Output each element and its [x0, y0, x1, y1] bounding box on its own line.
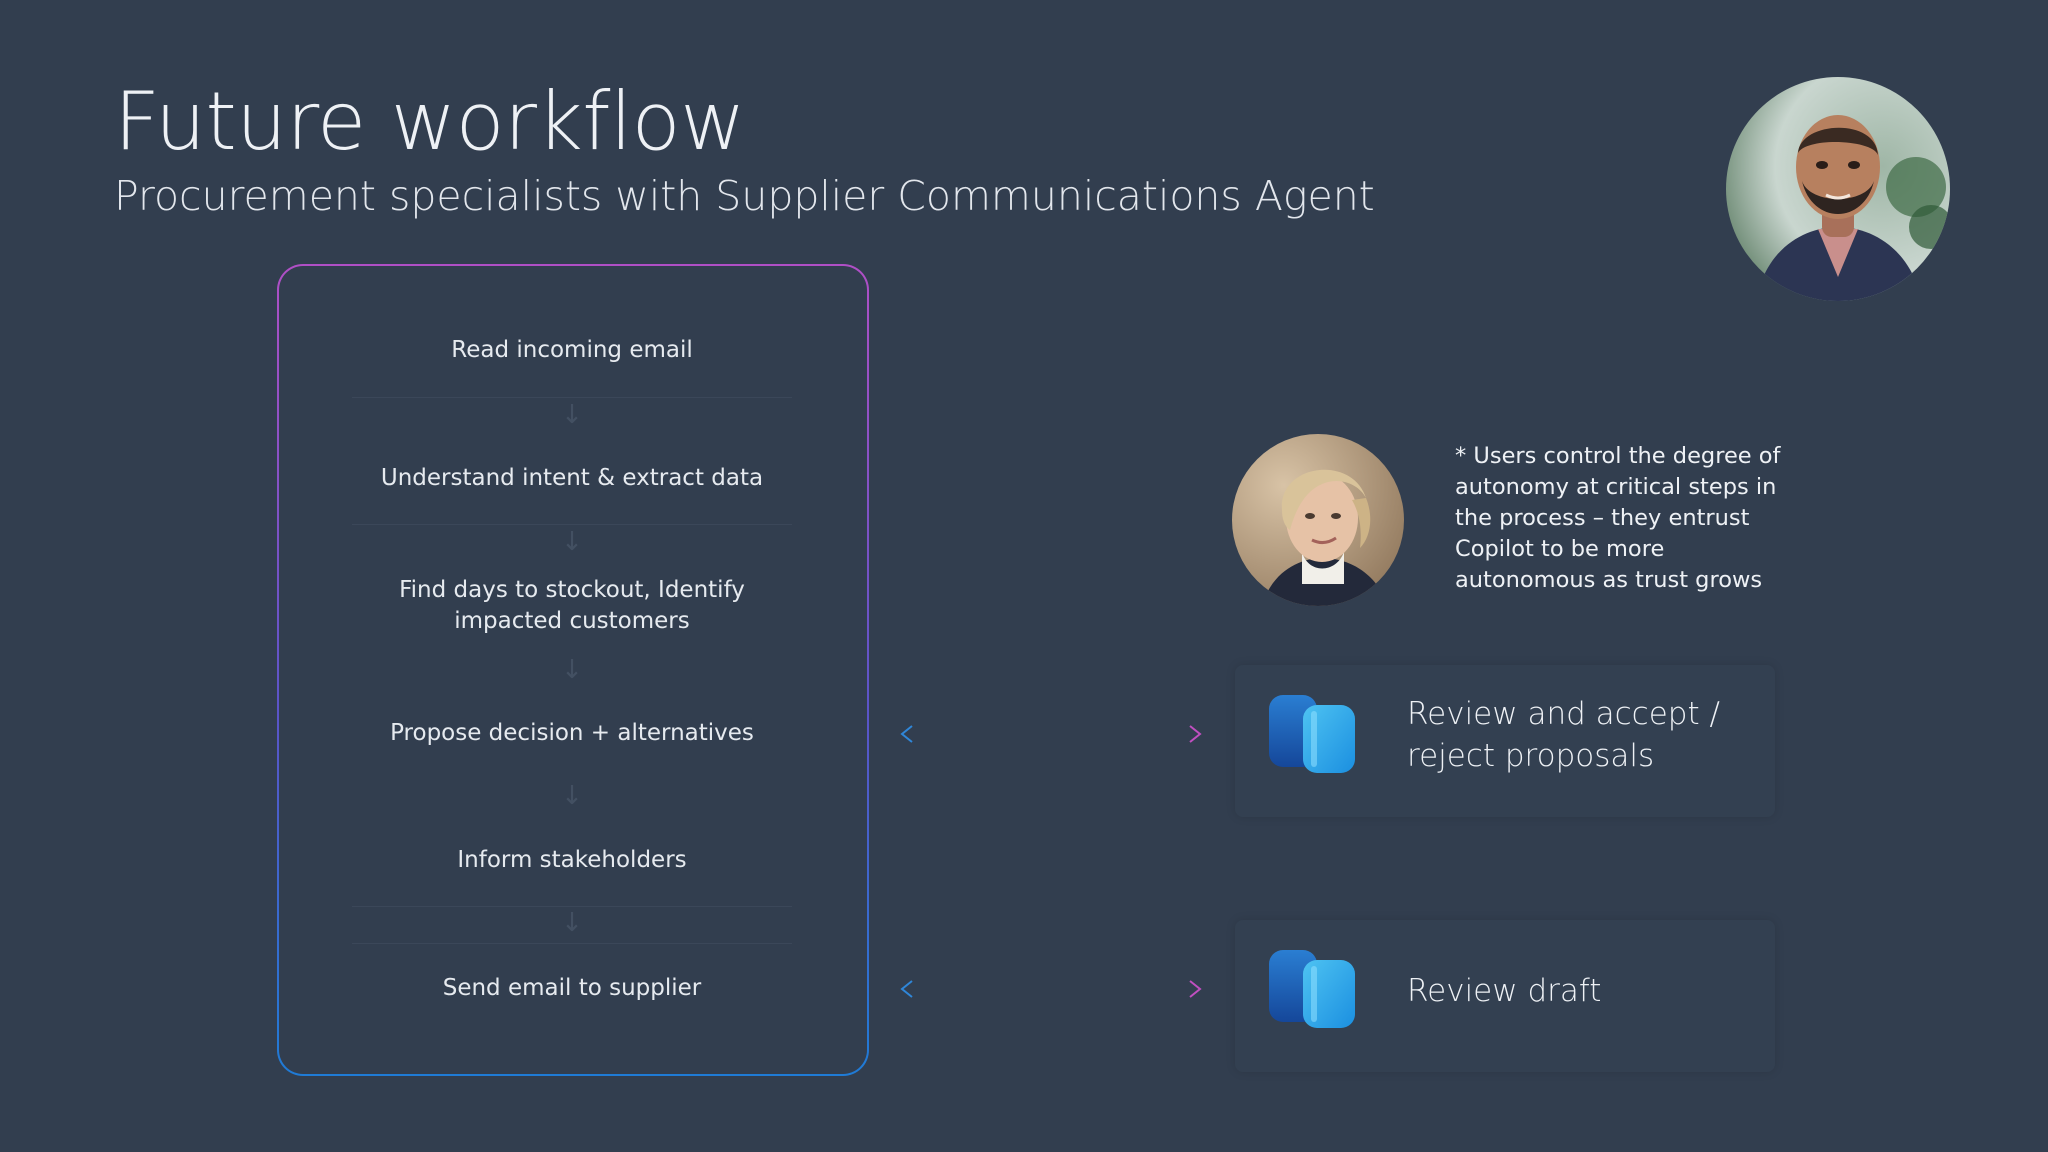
workflow-step-inform-stakeholders: Inform stakeholders: [457, 847, 687, 873]
copilot-icon: [1269, 950, 1355, 1028]
step-divider: [352, 524, 792, 525]
arrow-down-icon: ↓: [561, 655, 583, 685]
copilot-icon: [1269, 695, 1355, 773]
avatar-user: [1232, 434, 1404, 606]
workflow-box: [277, 264, 869, 1076]
page-subtitle: Procurement specialists with Supplier Co…: [114, 172, 1375, 220]
review-draft-card: Review draft: [1235, 920, 1775, 1072]
workflow-step-find-stockout: Find days to stockout, Identify impacted…: [399, 577, 745, 634]
workflow-step-read-email: Read incoming email: [451, 337, 693, 363]
step-divider: [352, 906, 792, 907]
arrow-down-icon: ↓: [561, 781, 583, 811]
review-draft-label: Review draft: [1407, 973, 1602, 1009]
double-arrow-connector: [900, 725, 1202, 743]
review-proposals-label: Review and accept / reject proposals: [1407, 696, 1720, 774]
workflow-step-send-email: Send email to supplier: [442, 975, 702, 1001]
workflow-step-understand-intent: Understand intent & extract data: [380, 465, 764, 491]
double-arrow-connector: [900, 980, 1202, 998]
autonomy-note: * Users control the degree of autonomy a…: [1455, 443, 1781, 593]
workflow-step-propose-decision: Propose decision + alternatives: [390, 720, 754, 746]
arrow-down-icon: ↓: [561, 400, 583, 430]
review-proposals-card: Review and accept / reject proposals: [1235, 665, 1775, 817]
arrow-down-icon: ↓: [561, 908, 583, 938]
step-divider: [352, 397, 792, 398]
arrow-down-icon: ↓: [561, 527, 583, 557]
avatar-procurement-specialist: [1726, 77, 1950, 301]
page-title: Future workflow: [114, 75, 746, 168]
step-divider: [352, 943, 792, 944]
